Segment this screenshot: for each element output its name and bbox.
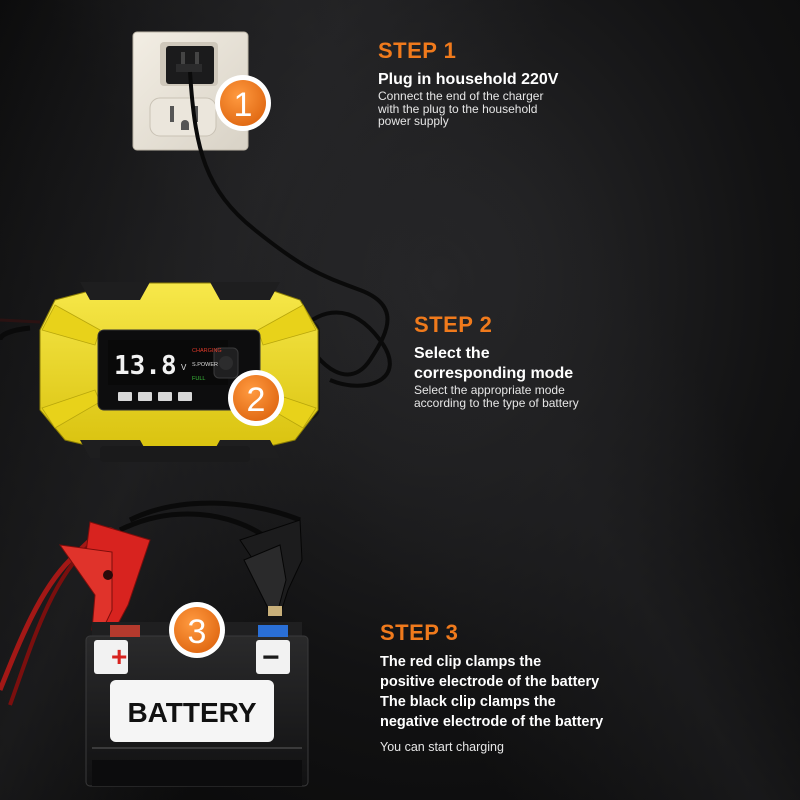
step-3-heading-line-2: positive electrode of the battery [380,674,600,690]
step-1-title: STEP 1 [378,38,457,63]
black-clip-icon [239,519,303,616]
voltage-unit: V [181,363,187,372]
step-1-heading: Plug in household 220V [378,71,559,88]
step-1-desc-line-2: with the plug to the household [378,101,538,116]
step-2-title: STEP 2 [414,312,493,337]
step-2-heading-line-1: Select the [414,345,490,362]
red-clip-icon [58,521,151,638]
step-3-text: STEP 3 The red clip clamps the positive … [380,620,640,754]
badge-1-number: 1 [234,86,253,124]
step-2-desc-line-1: Select the appropriate mode [414,383,565,397]
step-3-title: STEP 3 [380,620,459,645]
step-3-badge: 3 [169,602,225,658]
step-3-heading-line-3: The black clip clamps the [380,694,556,710]
battery-label: BATTERY [127,697,256,728]
step-2-heading-line-2: corresponding mode [414,365,574,382]
voltage-reading: 13.8 [114,351,177,381]
step-1-desc-line-1: Connect the end of the charger [378,89,544,103]
battery-minus: − [262,641,280,674]
badge-2-number: 2 [247,381,266,419]
badge-3-number: 3 [188,613,207,651]
step-3-heading-line-1: The red clip clamps the [380,654,542,670]
step-3-heading-line-4: negative electrode of the battery [380,714,604,730]
battery-plus: + [111,641,127,672]
step-2-desc-line-2: according to the type of battery [414,395,579,410]
step-2-text: STEP 2 Select the corresponding mode Sel… [414,312,654,409]
step-1-text: STEP 1 Plug in household 220V Connect th… [378,38,638,128]
status-charging: CHARGING [192,348,222,354]
step-2-badge: 2 [228,370,284,426]
charger-device [39,282,320,462]
step-1-badge: 1 [215,75,271,131]
status-spower: S.POWER [192,362,218,368]
status-full: FULL [192,376,205,382]
step-3-note: You can start charging [380,740,504,754]
step-1-desc-line-3: power supply [378,114,449,128]
